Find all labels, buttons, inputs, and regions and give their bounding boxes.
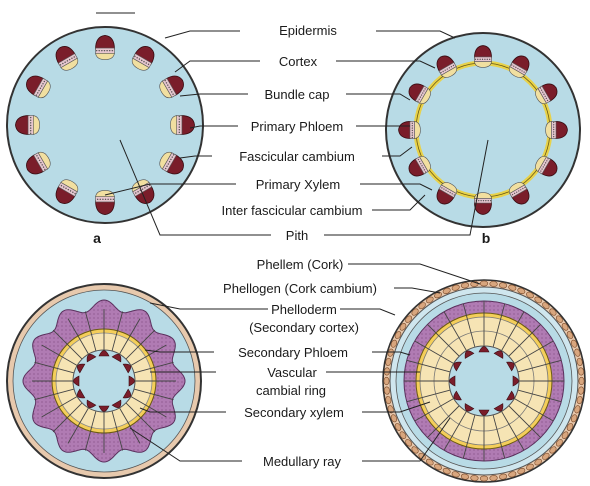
label-fascicular-cambium: Fascicular cambium xyxy=(239,149,355,164)
labels-bottom: Phellem (Cork) Phellogen (Cork cambium) … xyxy=(223,257,377,469)
panel-label-a: a xyxy=(93,230,101,246)
label-bundle-cap: Bundle cap xyxy=(264,87,329,102)
label-phelloderm: Phelloderm xyxy=(271,302,337,317)
label-medullary-ray: Medullary ray xyxy=(263,454,342,469)
stem-c xyxy=(7,284,201,478)
stem-c-pith xyxy=(73,350,135,412)
label-vascular: Vascular xyxy=(267,365,317,380)
stem-d-pith xyxy=(449,346,519,416)
panel-label-b: b xyxy=(482,230,491,246)
cork-cell xyxy=(384,367,390,375)
label-secondary-phloem: Secondary Phloem xyxy=(238,345,348,360)
stem-d xyxy=(383,280,585,482)
label-cortex: Cortex xyxy=(279,54,318,69)
vascular-bundle xyxy=(170,116,194,135)
label-secondary-xylem: Secondary xylem xyxy=(244,405,344,420)
cork-cell xyxy=(470,475,478,481)
vascular-bundle xyxy=(399,121,421,138)
cork-cell xyxy=(490,475,498,481)
label-pith: Pith xyxy=(286,228,308,243)
cork-cell xyxy=(578,387,584,395)
cork-cell xyxy=(480,281,488,286)
label-epidermis: Epidermis xyxy=(279,23,337,38)
label-primary-phloem: Primary Phloem xyxy=(251,119,343,134)
label-phellem: Phellem (Cork) xyxy=(257,257,344,272)
vascular-bundle xyxy=(96,35,115,59)
cork-cell xyxy=(384,387,390,395)
label-phellogen: Phellogen (Cork cambium) xyxy=(223,281,377,296)
stem-b xyxy=(386,33,580,227)
cork-cell xyxy=(480,476,488,481)
cork-cell xyxy=(384,377,389,385)
cork-cell xyxy=(579,377,584,385)
label-inter-fascicular-cambium: Inter fascicular cambium xyxy=(222,203,363,218)
vascular-bundle xyxy=(96,190,115,214)
vascular-bundle xyxy=(474,46,491,68)
cork-cell xyxy=(490,281,498,287)
stem-a xyxy=(7,27,203,223)
vascular-bundle xyxy=(546,121,568,138)
label-primary-xylem: Primary Xylem xyxy=(256,177,341,192)
label-cambial-ring: cambial ring xyxy=(256,383,326,398)
cork-cell xyxy=(578,367,584,375)
vascular-bundle xyxy=(15,116,39,135)
label-secondary-cortex: (Secondary cortex) xyxy=(249,320,359,335)
